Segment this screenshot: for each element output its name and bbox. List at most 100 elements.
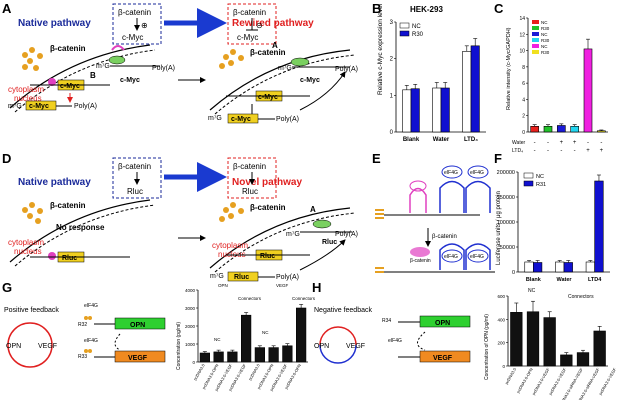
mark-a: A <box>272 41 278 50</box>
y-tick-label: 600 <box>497 294 505 299</box>
cytoplasm-label-a: cytoplasm <box>8 85 44 94</box>
rluc-native-d: Rluc <box>127 187 143 196</box>
chart-b-ylabel: Relative c-Myc expression level <box>377 3 384 95</box>
panel-label-d: D <box>2 151 11 166</box>
x-tick-label: pcDNA3.0-OPN <box>515 367 534 394</box>
x-tick-label: LTD₄ <box>464 137 478 143</box>
feedback-label-h: Negative feedback <box>314 307 372 314</box>
panel-label-a: A <box>2 1 12 16</box>
bcat-label-e: β-catenin <box>432 234 457 240</box>
water-sign: - <box>600 140 602 146</box>
bar <box>199 352 210 363</box>
novel-pathway-label: Novel pathway <box>232 177 302 188</box>
vegf-label-g: VEGF <box>38 343 57 350</box>
vegf-label-h: VEGF <box>346 343 365 350</box>
x-tick-label: pcDNA3.0-VEGF <box>598 367 617 396</box>
m7g-a1: m⁷G <box>8 103 22 110</box>
bar <box>543 126 553 133</box>
legend-swatch <box>532 38 539 42</box>
bar <box>583 48 593 133</box>
bar <box>402 89 412 133</box>
bar <box>576 352 590 367</box>
native-box <box>112 3 162 45</box>
bcat-native: β-catenin <box>118 8 151 17</box>
x-tick-label: pcDNA3.0 <box>247 362 261 381</box>
panel-b: B HEK-293 Relative c-Myc expression leve… <box>372 1 486 143</box>
polya-a2: Poly(A) <box>152 65 175 72</box>
x-tick-label: pcDNA3.0 <box>504 366 518 385</box>
panel-label-b: B <box>372 1 381 16</box>
legend-swatch <box>532 26 539 30</box>
opn-gene-g: OPN <box>130 322 145 329</box>
opn-label-g: OPN <box>6 343 21 350</box>
eif-h: eIF4G <box>388 338 402 344</box>
legend-swatch <box>532 32 539 36</box>
ltd-sign: - <box>547 148 549 154</box>
r33-label: R33 <box>78 354 87 360</box>
y-tick-label: 3000 <box>185 306 196 311</box>
bcat-label-a2: β-catenin <box>250 48 286 57</box>
panel-g: G Positive feedback OPN VEGF eIF4G R32 R… <box>2 280 316 392</box>
y-tick-label: 14 <box>519 16 525 22</box>
rluc-novel-d: Rluc <box>242 187 258 196</box>
water-sign: - <box>587 140 589 146</box>
cmyc-rewired: c-Myc <box>237 33 258 42</box>
opn-label-h: OPN <box>314 343 329 350</box>
cmyc-gene-a2: c-Myc <box>258 94 278 101</box>
legend-swatch <box>532 50 539 54</box>
legend-swatch <box>523 180 534 187</box>
cmyc-mrna-a2: c-Myc <box>231 116 251 123</box>
rluc-gene-d: Rluc <box>62 255 77 262</box>
legend-swatch <box>523 172 534 179</box>
bar <box>440 87 450 133</box>
bar <box>560 354 573 367</box>
vegf-gene-h: VEGF <box>433 355 453 362</box>
polya-a1: Poly(A) <box>74 103 97 110</box>
legend-label: R30 <box>541 38 550 43</box>
chart-g-ylabel: Concentration (pg/ml) <box>176 322 182 370</box>
legend-label: R30 <box>541 26 550 31</box>
panel-label-h: H <box>312 280 321 295</box>
cmyc-mrna-a: c-Myc <box>29 103 49 110</box>
y-tick-label: 8 <box>522 65 525 71</box>
connectors-label-h: Connectors <box>568 294 594 300</box>
y-tick-label: 0 <box>512 270 515 276</box>
panel-e: E eIF4G eIF4G β-catenin β-catenin eIF4G … <box>372 151 495 273</box>
water-sign: - <box>547 140 549 146</box>
legend-label: NC <box>541 44 548 49</box>
bar <box>533 262 543 273</box>
panel-h: H Negative feedback OPN VEGF R34 eIF4G O… <box>312 280 617 400</box>
no-response-label: No response <box>56 223 105 232</box>
cytoplasm-label-d2: cytoplasm <box>212 241 248 250</box>
panel-a: A Native pathway Rewired pathway β-caten… <box>2 1 358 124</box>
y-tick-label: 4000 <box>185 288 196 293</box>
legend-swatch <box>399 22 410 29</box>
x-tick-label: LTD4 <box>588 277 602 283</box>
bar <box>585 261 595 273</box>
eif-label-e4: eIF4G <box>470 254 484 260</box>
panel-label-g: G <box>2 280 12 295</box>
mark-a-d: A <box>310 205 316 214</box>
eif-label-e3: eIF4G <box>444 254 458 260</box>
bar <box>594 180 604 273</box>
x-tick-label: Blank <box>526 277 542 283</box>
chart-c-row-water: Water <box>512 140 525 146</box>
water-sign: + <box>560 140 564 146</box>
bar <box>557 125 566 133</box>
cmyc-top-a: c-Myc <box>120 77 140 84</box>
x-tick-label: Water <box>556 277 572 283</box>
group-opn-label: OPN <box>218 283 228 288</box>
feedback-loop-g <box>7 322 53 368</box>
y-tick-label: 150000 <box>497 195 515 201</box>
ltd-sign: - <box>574 148 576 154</box>
bar <box>563 262 573 273</box>
bar <box>593 330 606 367</box>
y-tick-label: 2000 <box>185 324 196 329</box>
y-tick-label: 400 <box>497 317 505 322</box>
legend-label: NC <box>412 24 421 30</box>
legend-swatch <box>532 20 539 24</box>
eif-label-e1: eIF4G <box>444 170 458 176</box>
plus-symbol: ⊕ <box>141 21 148 30</box>
